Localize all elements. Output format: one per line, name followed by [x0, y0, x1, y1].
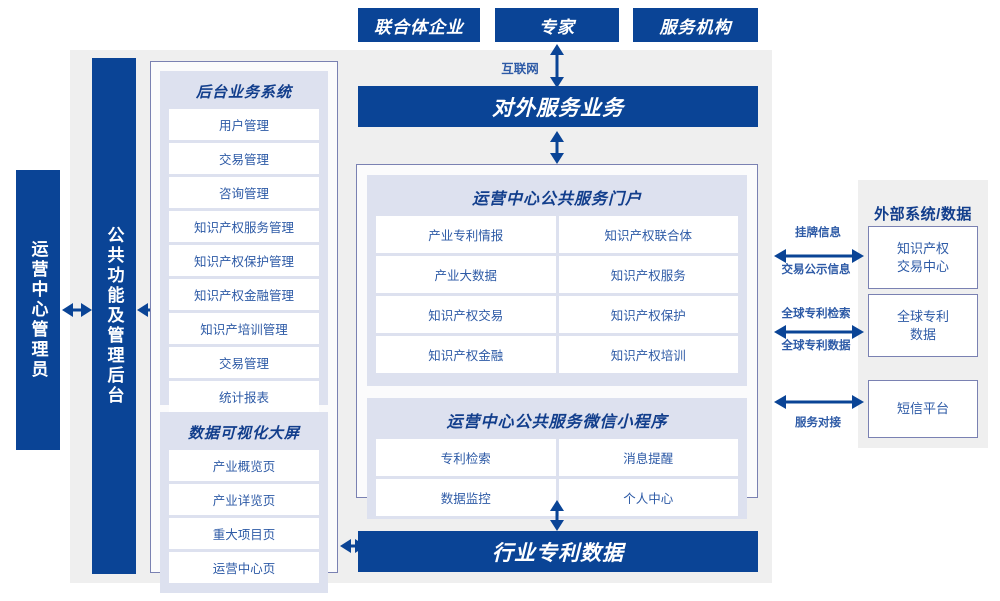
external-systems-title: 外部系统/数据: [874, 206, 972, 223]
role-bar-admin[interactable]: 运营中心管理员: [16, 170, 60, 450]
visualization-item-2[interactable]: 重大项目页: [169, 518, 319, 549]
connector-label-1-above: 全球专利检索: [781, 308, 851, 320]
portal-item-2[interactable]: 产业大数据: [376, 256, 556, 293]
industry-patent-data-bar[interactable]: 行业专利数据: [358, 531, 758, 572]
backend-system-title: 后台业务系统: [195, 84, 292, 101]
visualization-item-3[interactable]: 运营中心页: [169, 552, 319, 583]
miniprogram-group: 运营中心公共服务微信小程序 专利检索 消息提醒 数据监控 个人中心: [367, 398, 747, 519]
connector-label-2-below: 服务对接: [795, 417, 841, 429]
external-system-label: 全球专利 数据: [896, 308, 949, 342]
public-portal-group: 运营中心公共服务门户 产业专利情报 知识产权联合体 产业大数据 知识产权服务 知…: [367, 175, 747, 386]
internet-label: 互联网: [501, 62, 539, 76]
portal-item-6[interactable]: 知识产权金融: [376, 336, 556, 373]
portal-item-0[interactable]: 产业专利情报: [376, 216, 556, 253]
portal-item-4[interactable]: 知识产权交易: [376, 296, 556, 333]
role-bar-platform[interactable]: 公共功能及管理后台: [92, 58, 136, 574]
top-actor-box-0[interactable]: 联合体企业: [358, 8, 480, 42]
external-system-box-0[interactable]: 知识产权 交易中心: [868, 226, 978, 289]
external-system-label: 短信平台: [896, 401, 949, 417]
connector-label-1-below: 全球专利数据: [781, 340, 851, 352]
backend-item-7[interactable]: 交易管理: [169, 347, 319, 378]
miniprogram-item-3[interactable]: 个人中心: [558, 479, 738, 516]
visualization-item-0[interactable]: 产业概览页: [169, 450, 319, 481]
top-actor-box-1[interactable]: 专家: [495, 8, 619, 42]
external-system-label: 知识产权 交易中心: [896, 240, 949, 274]
industry-data-label: 行业专利数据: [492, 541, 624, 565]
backend-item-1[interactable]: 交易管理: [169, 143, 319, 174]
external-system-box-1[interactable]: 全球专利 数据: [868, 294, 978, 357]
external-service-bar[interactable]: 对外服务业务: [358, 86, 758, 127]
portal-item-1[interactable]: 知识产权联合体: [558, 216, 738, 253]
public-portal-grid: 产业专利情报 知识产权联合体 产业大数据 知识产权服务 知识产权交易 知识产权保…: [376, 216, 738, 373]
miniprogram-title: 运营中心公共服务微信小程序: [446, 414, 668, 431]
role-platform-label: 公共功能及管理后台: [104, 226, 124, 406]
top-actor-box-2[interactable]: 服务机构: [633, 8, 758, 42]
backend-item-2[interactable]: 咨询管理: [169, 177, 319, 208]
backend-item-6[interactable]: 知识产培训管理: [169, 313, 319, 344]
backend-item-4[interactable]: 知识产权保护管理: [169, 245, 319, 276]
portal-item-7[interactable]: 知识产权培训: [558, 336, 738, 373]
backend-outline-container: 后台业务系统 用户管理 交易管理 咨询管理 知识产权服务管理 知识产权保护管理 …: [150, 61, 338, 593]
backend-item-3[interactable]: 知识产权服务管理: [169, 211, 319, 242]
visualization-item-1[interactable]: 产业详览页: [169, 484, 319, 515]
backend-item-8[interactable]: 统计报表: [169, 381, 319, 412]
external-system-box-2[interactable]: 短信平台: [868, 380, 978, 438]
miniprogram-item-1[interactable]: 消息提醒: [558, 439, 738, 476]
portal-to-industry-arrow-icon: [548, 500, 566, 531]
external-service-label: 对外服务业务: [492, 96, 624, 120]
backend-item-5[interactable]: 知识产权金融管理: [169, 279, 319, 310]
portal-item-3[interactable]: 知识产权服务: [558, 256, 738, 293]
miniprogram-item-2[interactable]: 数据监控: [376, 479, 556, 516]
public-portal-title: 运营中心公共服务门户: [471, 191, 642, 208]
backend-item-0[interactable]: 用户管理: [169, 109, 319, 140]
backend-business-system-group: 后台业务系统 用户管理 交易管理 咨询管理 知识产权服务管理 知识产权保护管理 …: [160, 71, 328, 412]
service-to-portal-arrow-icon: [548, 131, 566, 164]
top-actor-label: 联合体企业: [374, 17, 464, 37]
connector-label-0-above: 挂牌信息: [795, 227, 841, 239]
top-actor-label: 服务机构: [659, 17, 732, 37]
connector-label-0-below: 交易公示信息: [781, 264, 851, 276]
miniprogram-item-0[interactable]: 专利检索: [376, 439, 556, 476]
role-admin-label: 运营中心管理员: [28, 240, 48, 380]
visualization-screen-group: 数据可视化大屏 产业概览页 产业详览页 重大项目页 运营中心页: [160, 412, 328, 593]
top-actor-label: 专家: [539, 17, 575, 37]
miniprogram-grid: 专利检索 消息提醒 数据监控 个人中心: [376, 439, 738, 516]
external-connector-arrow-2-icon: [774, 394, 864, 410]
external-connector-arrow-1-icon: [774, 324, 864, 340]
admin-to-platform-arrow-icon: [62, 302, 92, 318]
external-connector-arrow-0-icon: [774, 248, 864, 264]
portal-outline-container: 运营中心公共服务门户 产业专利情报 知识产权联合体 产业大数据 知识产权服务 知…: [356, 164, 758, 519]
internet-arrow-icon: [548, 44, 566, 88]
visualization-title: 数据可视化大屏: [187, 425, 300, 442]
portal-item-5[interactable]: 知识产权保护: [558, 296, 738, 333]
